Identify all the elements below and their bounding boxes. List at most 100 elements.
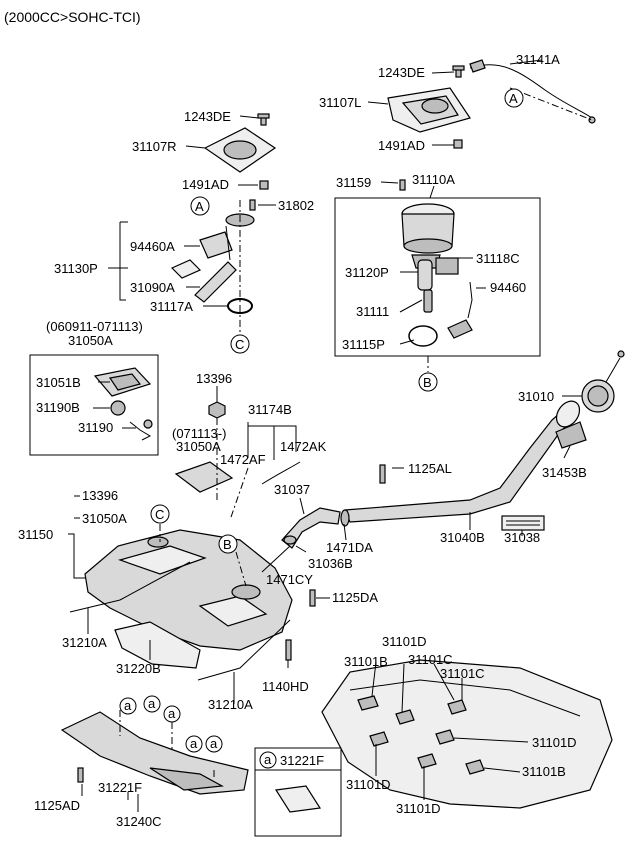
fuel-pump-31120P (417, 259, 433, 291)
bolt-1125AL (379, 464, 386, 484)
callout-B-tank: B (218, 534, 238, 554)
label-31240C: 31240C (116, 814, 162, 829)
filter-31118C (435, 257, 459, 275)
svg-text:a: a (210, 736, 218, 751)
fuel-pump-cover-right (203, 127, 277, 173)
label-31101B-top: 31101B (344, 654, 388, 669)
fuel-sender-cover-left (387, 87, 471, 133)
svg-text:B: B (223, 537, 232, 552)
label-31101C-a: 31101C (408, 652, 453, 667)
part-legend-box (254, 747, 342, 837)
nut-1491AD-top (453, 139, 463, 149)
part-labels: 31141A 1243DE 31107L 1491AD 1243DE 31107… (18, 52, 587, 829)
label-13396-tank: 13396 (82, 488, 118, 503)
label-31010: 31010 (518, 389, 554, 404)
fuel-pump-module-31110A (401, 203, 455, 269)
label-31090A: 31090A (130, 280, 175, 295)
bolt-1125DA (309, 589, 316, 607)
callout-B-top: B (418, 372, 438, 392)
label-1125AL: 1125AL (408, 461, 452, 476)
bolt-1140HD (285, 639, 292, 661)
label-31107R: 31107R (132, 139, 177, 154)
svg-text:a: a (168, 706, 176, 721)
label-1125DA: 1125DA (332, 590, 378, 605)
screw-31159 (399, 179, 406, 191)
label-1472AF: 1472AF (220, 452, 266, 467)
callout-a-3: a (163, 705, 181, 723)
label-date-b: (071113-) (172, 426, 226, 441)
bolt-1125AD (77, 767, 84, 783)
callout-A-top: A (504, 88, 524, 108)
callout-a-1: a (119, 697, 137, 715)
label-31802: 31802 (278, 198, 314, 213)
valve-31190 (129, 419, 153, 441)
label-31110A: 31110A (412, 172, 455, 187)
label-31141A: 31141A (516, 52, 560, 67)
label-date-range: (060911-071113) (46, 319, 143, 334)
label-31190B: 31190B (36, 400, 80, 415)
label-1243DE-left: 1243DE (184, 109, 231, 124)
screw-31802 (249, 199, 256, 211)
callout-a-4: a (185, 735, 203, 753)
label-31101D-top: 31101D (382, 634, 427, 649)
svg-text:B: B (423, 375, 432, 390)
nut-1491AD-left (259, 180, 269, 190)
bolt-1243DE-top (452, 65, 465, 78)
label-31221F: 31221F (98, 780, 142, 795)
label-1243DE-top: 1243DE (378, 65, 425, 80)
label-1471DA: 1471DA (326, 540, 373, 555)
label-31130P: 31130P (54, 261, 98, 276)
tank-strap-31210A-right (197, 619, 291, 681)
label-31221F-legend: 31221F (280, 753, 324, 768)
label-1140HD: 1140HD (262, 679, 309, 694)
label-31040B: 31040B (440, 530, 485, 545)
connection-lines (119, 87, 593, 780)
callout-C-tank: C (150, 504, 170, 524)
bracket-31453B (555, 421, 587, 449)
clamp-1471CY (283, 535, 297, 545)
fuel-tank-31150 (84, 529, 293, 651)
label-31210A-right: 31210A (208, 697, 253, 712)
svg-text:a: a (124, 698, 132, 713)
heat-protector-31240C (60, 711, 249, 795)
canister-variant-box (29, 354, 159, 456)
wiring-harness-31141A (469, 59, 596, 124)
label-13396-mid: 13396 (196, 371, 232, 386)
label-31051B: 31051B (36, 375, 81, 390)
label-31101D-right: 31101D (532, 735, 577, 750)
callout-a-5: a (205, 735, 223, 753)
clip-31190B (110, 400, 126, 416)
callout-a-2: a (143, 695, 161, 713)
label-31036B: 31036B (308, 556, 353, 571)
callout-a-legend: a (259, 751, 277, 769)
label-31101D-left: 31101D (346, 777, 391, 792)
callout-C-top: C (230, 334, 250, 354)
callout-A-left: A (190, 196, 210, 216)
sender-unit-31130P (170, 213, 255, 303)
pad-31221F (274, 785, 322, 813)
label-31101D-bottom: 31101D (396, 801, 441, 816)
label-31120P: 31120P (345, 265, 389, 280)
label-31101C-b: 31101C (440, 666, 485, 681)
label-31037: 31037 (274, 482, 310, 497)
hose-31174B (261, 461, 301, 485)
label-31117A: 31117A (150, 299, 193, 314)
svg-text:A: A (509, 91, 518, 106)
label-31159: 31159 (336, 175, 371, 190)
label-31107L: 31107L (319, 95, 361, 110)
label-94460A: 94460A (130, 239, 175, 254)
level-sensor-94460 (447, 281, 473, 339)
bolt-1243DE-left (257, 113, 270, 126)
fuel-cap-31010 (581, 350, 625, 413)
label-94460: 94460 (490, 280, 526, 295)
label-31220B: 31220B (116, 661, 161, 676)
label-31453B: 31453B (542, 465, 587, 480)
label-31150: 31150 (18, 527, 53, 542)
floor-panel-31101 (321, 659, 613, 809)
label-31050A-c: 31050A (82, 511, 127, 526)
label-31111: 31111 (356, 304, 389, 319)
label-31050A-b: 31050A (176, 439, 221, 454)
canister-31050A-mid (174, 461, 234, 493)
leader-lines (68, 59, 582, 812)
